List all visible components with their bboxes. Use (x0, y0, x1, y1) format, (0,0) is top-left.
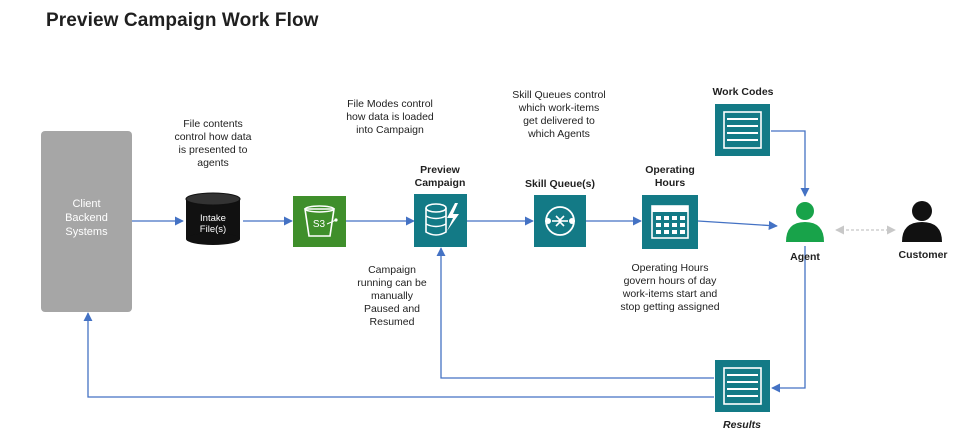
intake-file-label: Intake File(s) (199, 213, 227, 235)
note-file-contents: File contents control how data is presen… (174, 118, 252, 169)
preview-campaign-label: Preview Campaign (414, 164, 466, 189)
agent-person-icon (786, 202, 824, 242)
arrow-results-to-client (83, 312, 714, 398)
client-backend-box (41, 131, 132, 312)
intake-file-cylinder (185, 192, 241, 245)
work-codes-list-icon (715, 104, 770, 156)
skill-queue-label: Skill Queue(s) (524, 178, 596, 190)
results-label: Results (723, 419, 761, 431)
customer-label: Customer (898, 249, 948, 261)
queue-icon (534, 195, 586, 247)
note-operating-hours: Operating Hours govern hours of day work… (620, 262, 720, 313)
arrow-agent-to-results (771, 246, 806, 393)
agent-label: Agent (790, 251, 820, 263)
client-backend-label: Client Backend Systems (65, 198, 108, 238)
arrow-workcodes-to-agent (771, 130, 810, 197)
svg-text:S3: S3 (313, 219, 326, 230)
arrow-results-to-preview (436, 247, 714, 379)
note-file-modes: File Modes control how data is loaded in… (346, 98, 434, 136)
connectors (83, 130, 810, 398)
page-title: Preview Campaign Work Flow (46, 10, 319, 31)
note-campaign-running: Campaign running can be manually Paused … (357, 264, 427, 328)
work-codes-label: Work Codes (712, 86, 774, 98)
arrow-hours-to-agent (697, 220, 778, 231)
calendar-icon (642, 195, 698, 249)
operating-hours-label: Operating Hours (645, 164, 695, 189)
note-skill-queues: Skill Queues control which work-items ge… (512, 89, 606, 140)
s3-bucket-icon: S3 (293, 196, 346, 247)
customer-person-icon (902, 201, 942, 242)
results-list-icon (715, 360, 770, 412)
database-lightning-icon (414, 194, 467, 247)
